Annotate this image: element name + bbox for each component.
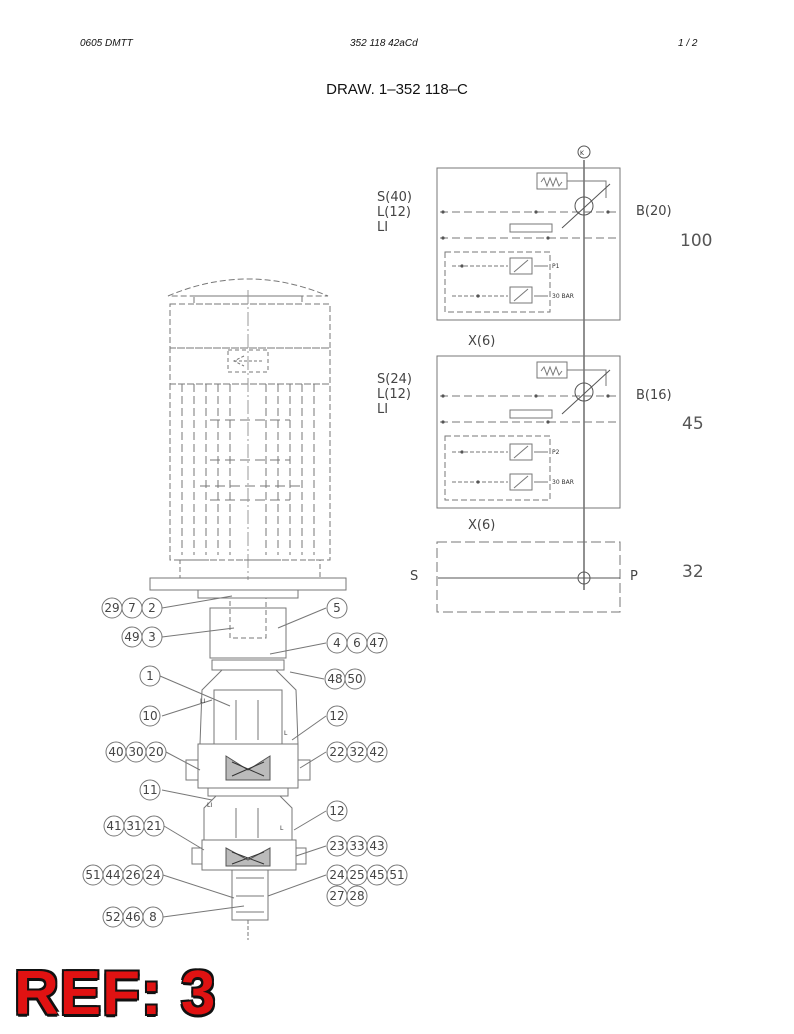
- label-valve-p1: P1: [552, 263, 560, 270]
- right-bubble-0-0: [326, 597, 348, 619]
- left-callout-0-2: 2: [148, 601, 156, 615]
- right-callout-7-2: 45: [369, 868, 384, 882]
- right-callout-8-1: 28: [349, 889, 364, 903]
- label-leak2-1: LI: [377, 220, 388, 235]
- left-callout-6-0: 41: [106, 819, 121, 833]
- left-callout-7-3: 24: [145, 868, 160, 882]
- label-pilot-1: X(6): [468, 334, 495, 349]
- right-callout-1-2: 47: [369, 636, 384, 650]
- label-size-3: 32: [682, 562, 704, 582]
- left-callout-1-1: 3: [148, 630, 156, 644]
- drawing-number: 352 118 42aCd: [350, 38, 418, 49]
- right-callout-1-1: 6: [353, 636, 361, 650]
- right-callout-0-0: 5: [333, 601, 341, 615]
- schematic-section-3: [436, 541, 621, 613]
- right-bubble-1-2: [366, 632, 388, 654]
- motor-body: [169, 383, 331, 561]
- left-callout-6-2: 21: [146, 819, 161, 833]
- left-bubble-5-0: [139, 779, 161, 801]
- left-callout-0-0: 29: [104, 601, 119, 615]
- label-outlet-3: P: [630, 569, 638, 584]
- label-size-1: 100: [680, 231, 712, 251]
- left-bubble-1-1: [141, 626, 163, 648]
- schematic-section-2: [436, 355, 621, 509]
- left-callout-2-0: 1: [146, 669, 154, 683]
- left-callout-4-2: 20: [148, 745, 163, 759]
- motor-terminal-box: [227, 349, 269, 373]
- document-code: 0605 DMTT: [80, 38, 133, 49]
- label-leak-2: L(12): [377, 387, 411, 402]
- right-bubble-6-2: [366, 835, 388, 857]
- page-number: 1 / 2: [678, 38, 698, 49]
- right-callout-2-0: 48: [327, 672, 342, 686]
- left-bubble-3-0: [139, 705, 161, 727]
- right-callout-1-0: 4: [333, 636, 341, 650]
- left-callout-4-1: 30: [128, 745, 143, 759]
- label-valve-p2: P2: [552, 449, 560, 456]
- reference-stamp: REF: 3: [14, 959, 217, 1028]
- right-callout-6-0: 23: [329, 839, 344, 853]
- right-bubble-4-2: [366, 741, 388, 763]
- pump-label-li-1: LI: [200, 698, 205, 705]
- leader-49-3: [161, 627, 235, 638]
- left-bubble-0-2: [141, 597, 163, 619]
- label-suction-1: S(40): [377, 190, 412, 205]
- label-size-2: 45: [682, 414, 704, 434]
- right-callout-4-1: 32: [349, 745, 364, 759]
- label-leak2-2: LI: [377, 402, 388, 417]
- left-callout-1-0: 49: [124, 630, 139, 644]
- pump-label-li-2: LI: [207, 802, 212, 809]
- left-callout-8-0: 52: [105, 910, 120, 924]
- left-callout-5-0: 11: [142, 783, 157, 797]
- label-outlet-2: B(16): [636, 388, 672, 403]
- schematic-top-symbol: K: [580, 150, 585, 157]
- right-bubble-2-1: [344, 668, 366, 690]
- right-callout-6-2: 43: [369, 839, 384, 853]
- left-callout-8-1: 46: [125, 910, 140, 924]
- schematic-section-1: [436, 167, 621, 321]
- label-pilot-2: X(6): [468, 518, 495, 533]
- left-callout-7-0: 51: [85, 868, 100, 882]
- label-leak-1: L(12): [377, 205, 411, 220]
- motor-fan-cover: [167, 278, 329, 297]
- right-callout-5-0: 12: [329, 804, 344, 818]
- left-callout-3-0: 10: [142, 709, 157, 723]
- label-valve-30bar-1: 30 BAR: [552, 293, 574, 300]
- right-callout-4-0: 22: [329, 745, 344, 759]
- left-callout-6-1: 31: [126, 819, 141, 833]
- pump-label-l-2: L: [280, 825, 284, 832]
- label-suction-3: S: [410, 569, 418, 584]
- left-callout-0-1: 7: [128, 601, 136, 615]
- right-callout-7-3: 51: [389, 868, 404, 882]
- right-callout-6-1: 33: [349, 839, 364, 853]
- right-callout-8-0: 27: [329, 889, 344, 903]
- left-callout-4-0: 40: [108, 745, 123, 759]
- left-bubble-4-2: [145, 741, 167, 763]
- right-callout-3-0: 12: [329, 709, 344, 723]
- left-callout-7-2: 26: [125, 868, 140, 882]
- drawing-title: DRAW. 1–352 118–C: [326, 81, 468, 98]
- left-callout-8-2: 8: [149, 910, 157, 924]
- left-bubble-7-3: [142, 864, 164, 886]
- leader-29-7-2: [161, 595, 233, 609]
- right-bubble-5-0: [326, 800, 348, 822]
- motor-top-housing: [169, 303, 331, 349]
- label-outlet-1: B(20): [636, 204, 672, 219]
- right-callout-7-0: 24: [329, 868, 344, 882]
- label-suction-2: S(24): [377, 372, 412, 387]
- left-bubble-6-2: [143, 815, 165, 837]
- left-bubble-2-0: [139, 665, 161, 687]
- right-bubble-3-0: [326, 705, 348, 727]
- right-callout-7-1: 25: [349, 868, 364, 882]
- left-callout-7-1: 44: [105, 868, 120, 882]
- right-callout-4-2: 42: [369, 745, 384, 759]
- right-bubble-7-3: [386, 864, 408, 886]
- pump-label-l-1: L: [284, 730, 288, 737]
- left-bubble-8-2: [142, 906, 164, 928]
- right-bubble-8-1: [346, 885, 368, 907]
- right-callout-2-1: 50: [347, 672, 362, 686]
- label-valve-30bar-2: 30 BAR: [552, 479, 574, 486]
